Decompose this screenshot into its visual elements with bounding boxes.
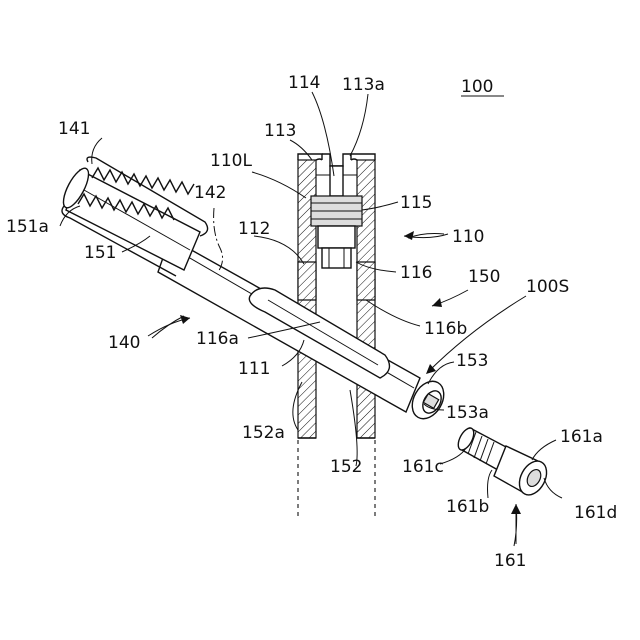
label-151a: 151a (6, 217, 49, 237)
label-161b: 161b (446, 497, 489, 517)
bit-161 (455, 426, 552, 500)
label-110L: 110L (210, 151, 252, 171)
label-112: 112 (238, 219, 270, 239)
label-161a: 161a (560, 427, 603, 447)
label-141: 141 (58, 119, 90, 139)
label-140: 140 (108, 333, 140, 353)
label-111: 111 (238, 359, 270, 379)
label-151: 151 (84, 243, 116, 263)
label-113: 113 (264, 121, 296, 141)
label-116a: 116a (196, 329, 239, 349)
label-110: 110 (452, 227, 484, 247)
label-161c: 161c (402, 457, 444, 477)
label-116b: 116b (424, 319, 467, 339)
label-100: 100 (461, 77, 493, 97)
label-161: 161 (494, 551, 526, 571)
label-116: 116 (400, 263, 432, 283)
label-152: 152 (330, 457, 362, 477)
label-161d: 161d (574, 503, 617, 523)
screw-141 (59, 157, 208, 276)
label-115: 115 (400, 193, 432, 213)
label-153: 153 (456, 351, 488, 371)
label-152a: 152a (242, 423, 285, 443)
label-100S: 100S (526, 277, 569, 297)
label-114: 114 (288, 73, 320, 93)
label-153a: 153a (446, 403, 489, 423)
label-113a: 113a (342, 75, 385, 95)
label-142: 142 (194, 183, 226, 203)
label-150: 150 (468, 267, 500, 287)
